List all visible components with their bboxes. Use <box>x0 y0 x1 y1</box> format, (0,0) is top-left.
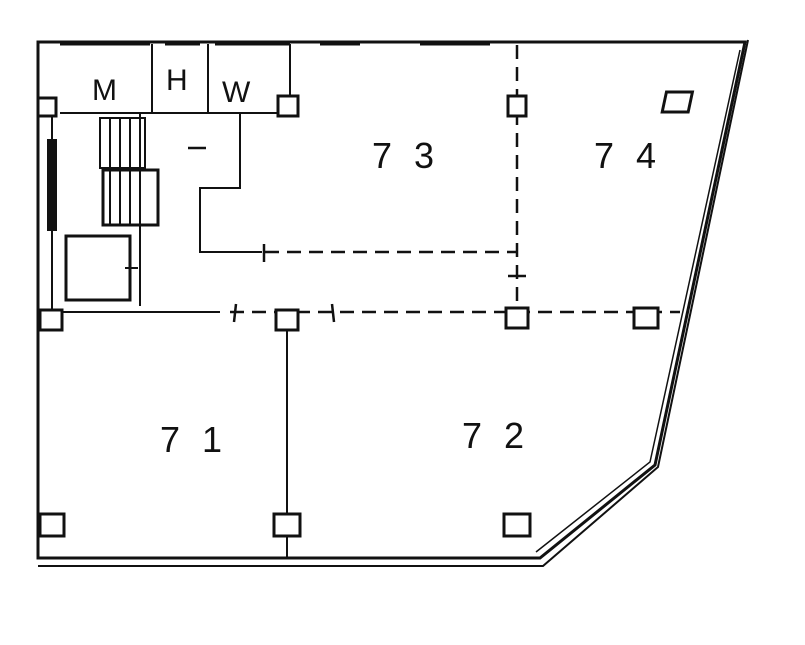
dashed-partitions <box>230 45 680 318</box>
column <box>276 94 300 118</box>
restroom-men-label: M <box>92 74 117 107</box>
columns <box>36 90 695 538</box>
core-chase <box>47 139 57 231</box>
outer-walls <box>36 39 749 567</box>
column <box>506 94 528 118</box>
column <box>632 306 660 330</box>
door-tick <box>232 303 238 323</box>
room-74-number: 7 4 <box>594 135 662 176</box>
room-72-number: 7 2 <box>462 415 530 456</box>
door-ticks <box>188 146 526 323</box>
interior-walls <box>40 44 291 558</box>
column <box>502 512 532 538</box>
room-71-number: 7 1 <box>160 419 228 460</box>
column <box>36 96 58 118</box>
room-73-number: 7 3 <box>372 135 440 176</box>
column <box>504 306 530 330</box>
column <box>38 308 64 332</box>
outer-wall-inner-line <box>535 49 741 553</box>
hot-water-room-label: H <box>166 64 188 97</box>
column <box>272 512 302 538</box>
column <box>274 308 300 332</box>
door-tick <box>330 303 336 323</box>
stair-landing <box>101 168 160 227</box>
corridor-wall <box>199 113 262 253</box>
stair-core <box>47 117 160 302</box>
restroom-women-label: W <box>222 76 251 109</box>
stair-flight <box>99 117 146 169</box>
outer-wall-double-line <box>38 39 749 567</box>
elevator-shaft <box>64 234 132 302</box>
outer-wall-main <box>36 40 747 560</box>
column <box>38 512 66 538</box>
column <box>660 90 695 114</box>
